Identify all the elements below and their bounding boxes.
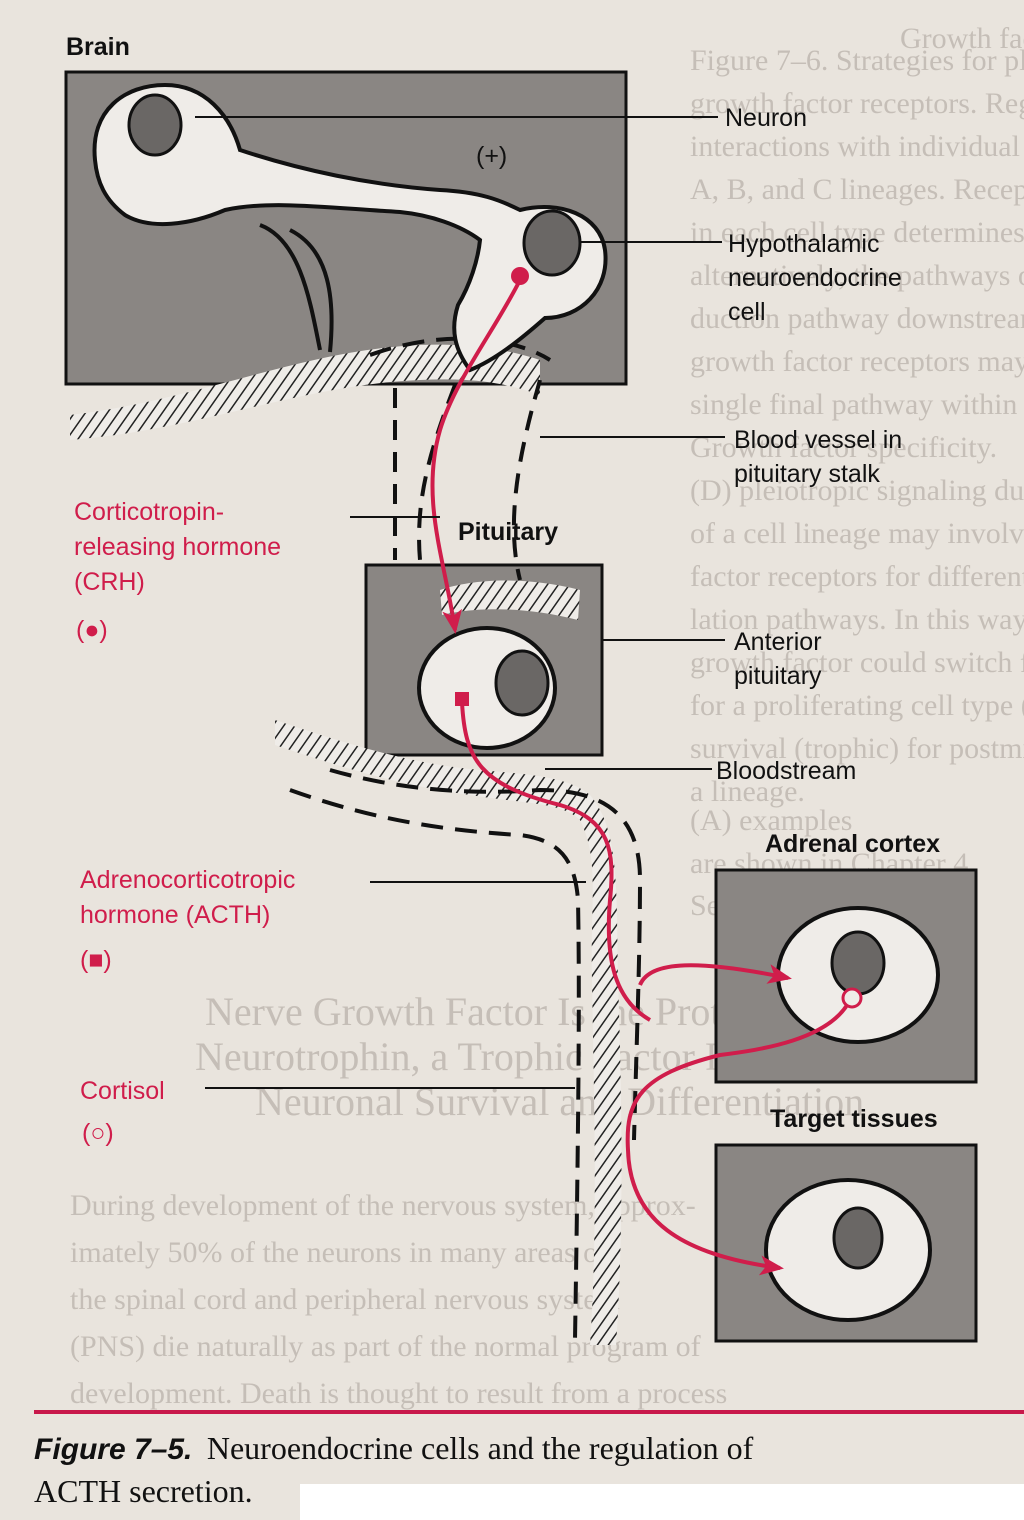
cortisol-pathway [625,999,852,1276]
bg-line-4: in each cell type determines specificity… [690,216,1024,249]
scan-margin [300,1484,1024,1520]
hypothalamic-label-2: neuroendocrine [728,264,902,292]
neuron-and-neuroendocrine-cell [92,82,608,373]
bg-line-5: alternatively, the pathways of signal tr… [690,259,1024,292]
crh-pathway [430,279,522,634]
bg-lower-1: imately 50% of the neurons in many areas… [70,1236,608,1269]
bg-line-18: (A) examples [690,804,852,837]
bg-lower-2: the spinal cord and peripheral nervous s… [70,1283,620,1316]
crh-legend-symbol: (●) [76,616,108,644]
blood-vessel-label-1: Blood vessel in [734,426,902,454]
anterior-pituitary-label-2: pituitary [734,662,822,690]
bg-line-12: factor receptors for differentiation fro… [690,560,1024,593]
cortisol-granule [841,987,863,1009]
hypothalamic-label-1: Hypothalamic [728,230,879,258]
pituitary-label: Pituitary [458,518,558,546]
hypothalamic-label-3: cell [728,298,766,326]
neuron-process-2 [289,228,334,353]
bg-lower-4: development. Death is thought to result … [70,1377,727,1410]
bg-head-2: Neuronal Survival and Differentiation [255,1079,864,1124]
blood-vessel-label-2: pituitary stalk [734,460,880,488]
neuroendocrine-nucleus [522,209,582,277]
bg-line-8: single final pathway within a single cel… [690,388,1024,421]
bg-margin-note: Growth factor [900,22,1024,55]
bg-line-2: interactions with individual signals res… [690,130,1024,163]
bg-line-1: growth factor receptors. Regulatory fact… [690,87,1024,120]
acth-pathway [460,701,651,1022]
neuron-process [259,223,322,351]
figure-caption-line-2: ACTH secretion. [34,1473,253,1509]
stalk-dash-right [511,379,542,581]
excitation-label: (+) [476,142,507,170]
crh-legend-line-1: Corticotropin- [74,498,224,526]
crh-granule [511,267,529,285]
bg-line-6: duction pathway downstream from multiple [690,302,1024,335]
acth-to-adrenal [638,963,792,986]
anterior-pituitary-label-1: Anterior [734,628,822,656]
bg-line-17: a lineage. [690,775,805,808]
figure-caption-line-1: Figure 7–5. Neuroendocrine cells and the… [34,1430,754,1466]
bloodstream-label: Bloodstream [716,757,856,785]
brain-label: Brain [66,33,130,61]
target-nucleus [832,1206,884,1270]
bloodstream-dash-right [329,768,643,1141]
acth-legend-line-2: hormone (ACTH) [80,901,270,929]
bg-line-10: (D) pleiotropic signaling during develop… [690,474,1024,507]
crh-legend-line-3: (CRH) [74,568,145,596]
acth-legend-symbol: (■) [80,946,112,974]
caption-text-1: Neuroendocrine cells and the regulation … [207,1430,754,1466]
pituitary-vessel-segment [440,580,580,620]
figure-number: Figure 7–5. [34,1433,192,1466]
adrenal-nucleus [830,930,886,996]
bg-line-16: survival (trophic) for postmitotic cells… [690,732,1024,765]
cortisol-legend-symbol: (○) [82,1119,114,1147]
bg-line-14: growth factor could switch from being a … [690,646,1024,679]
bg-line-11: of a cell lineage may involve a switch i… [690,517,1024,550]
cortisol-legend-line-1: Cortisol [80,1077,165,1105]
acth-legend-line-1: Adrenocorticotropic [80,866,295,894]
bg-line-0: Figure 7–6. Strategies for pleiotropic s… [690,44,1024,77]
neuron-label: Neuron [725,104,807,132]
stalk-vessel-upper [70,344,540,440]
bg-line-13: lation pathways. In this way, a single [690,603,1024,636]
pituitary-nucleus [494,649,550,717]
bloodstream-dash-left [289,788,581,1341]
crh-legend-line-2: releasing hormone [74,533,281,561]
adrenal-cortex-label: Adrenal cortex [765,830,940,858]
bg-line-7: growth factor receptors may converge, a [690,345,1024,378]
bg-lower-0: During development of the nervous system… [70,1189,696,1222]
bg-line-9: Growth factor specificity. [690,431,997,464]
background-page-text: Figure 7–6. Strategies for pleiotropic s… [70,22,1024,1410]
neuron-nucleus [127,93,183,157]
target-tissues-label: Target tissues [770,1105,938,1133]
bg-line-15: for a proliferating cell type (E) to a t… [690,689,1024,722]
bg-line-3: A, B, and C lineages. Receptor signaling… [690,173,1024,206]
acth-granule [455,692,469,706]
